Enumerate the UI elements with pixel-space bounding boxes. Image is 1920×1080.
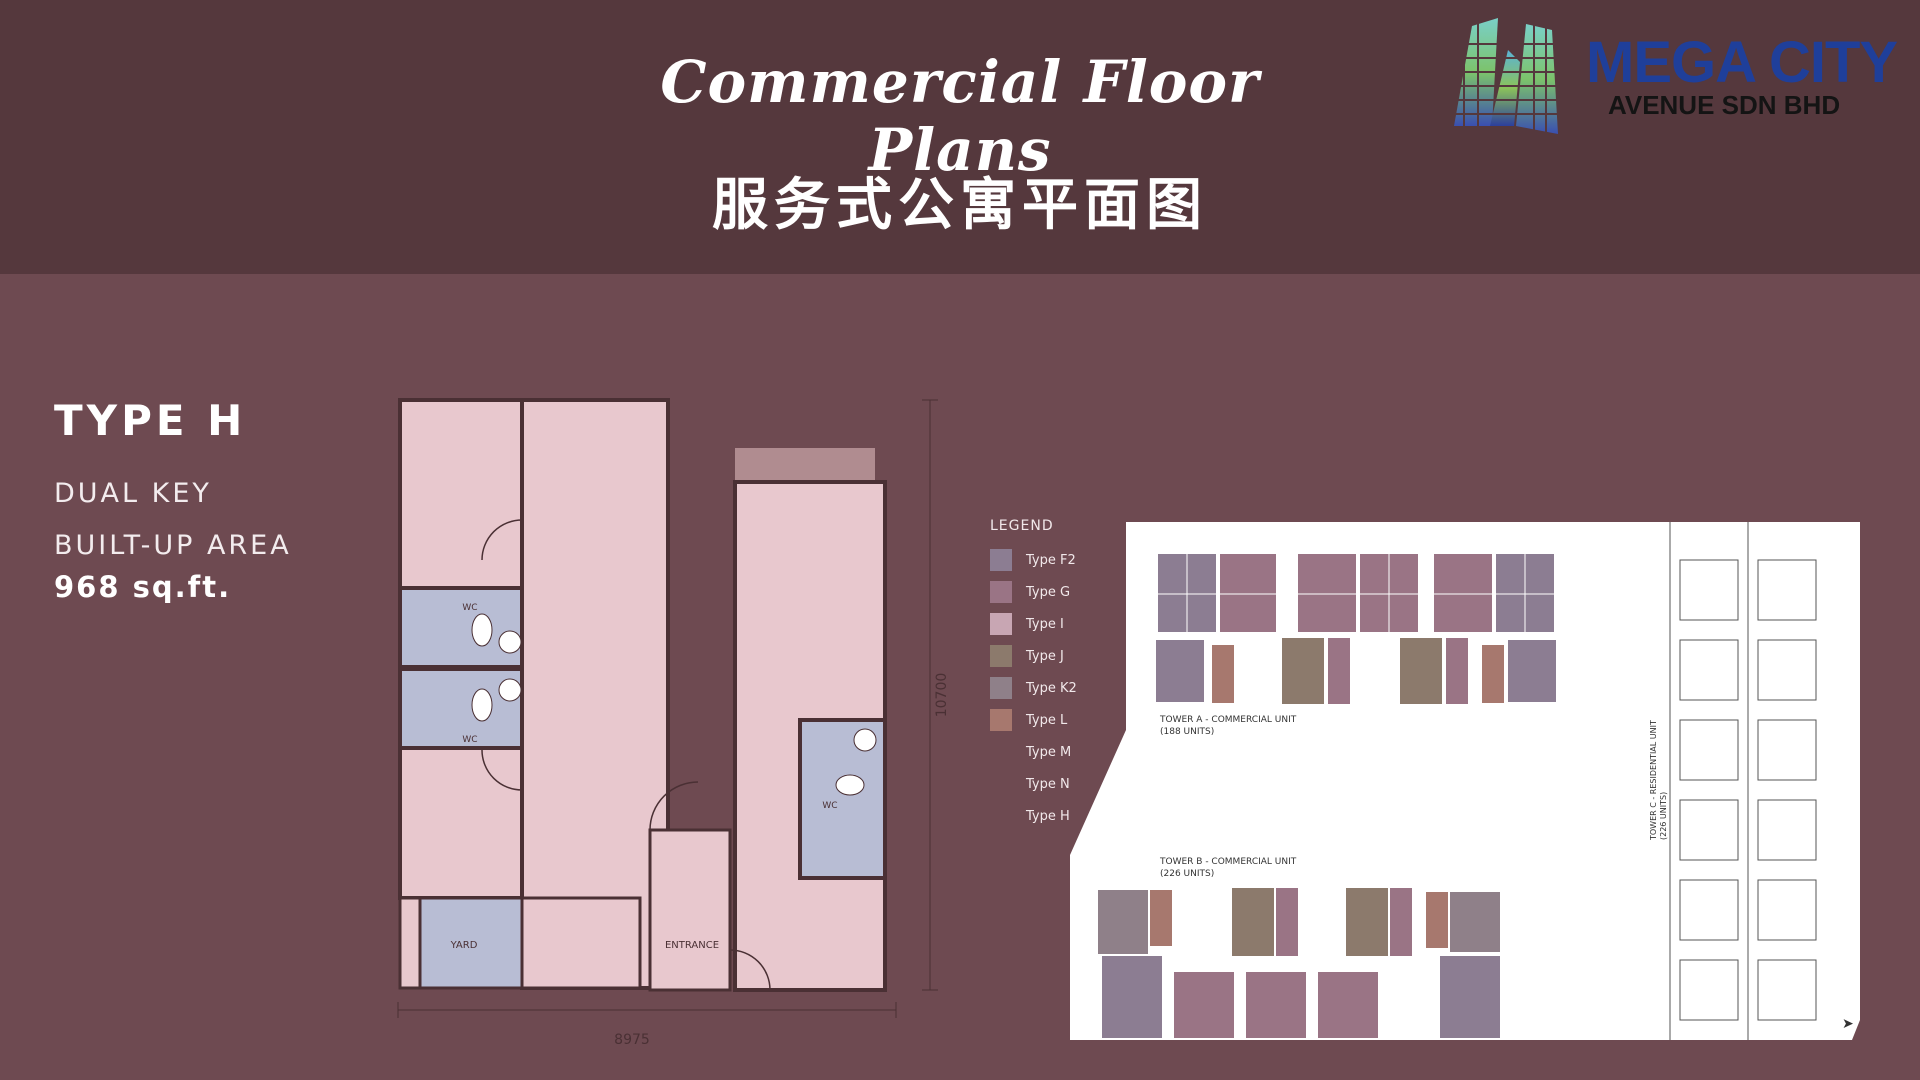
- unit-type-heading: TYPE H: [54, 396, 247, 445]
- legend-swatch: [990, 613, 1012, 635]
- legend-item: Type H: [990, 804, 1070, 828]
- unit-floor-plan: WC WC WC YARD ENTRANCE 8975 10700: [397, 398, 950, 1048]
- legend-item: Type M: [990, 740, 1071, 764]
- room-label-wc-bottom: WC: [462, 735, 477, 745]
- tower-a-label: TOWER A - COMMERCIAL UNIT: [1159, 715, 1297, 725]
- legend-swatch: [990, 549, 1012, 571]
- legend-item: Type G: [990, 580, 1070, 604]
- legend-swatch: [990, 709, 1012, 731]
- room-label-entrance: ENTRANCE: [665, 940, 719, 951]
- legend-swatch: [990, 645, 1012, 667]
- page-title: Commercial Floor Plans: [660, 48, 1260, 184]
- legend-title: LEGEND: [990, 518, 1054, 534]
- header-banner: Commercial Floor Plans 服务式公寓平面图: [0, 0, 1920, 274]
- north-arrow-icon: ➤: [1842, 1016, 1854, 1032]
- legend-item: Type K2: [990, 676, 1077, 700]
- legend-label: Type J: [1026, 648, 1064, 664]
- logo-name: MEGA CITY: [1586, 30, 1898, 95]
- tower-c-units-count: (226 UNITS): [1659, 792, 1668, 840]
- legend-label: Type M: [1026, 744, 1072, 760]
- tower-c-units: [1669, 522, 1817, 1040]
- tower-a-units: [1156, 554, 1556, 704]
- tower-b-units: [1098, 888, 1500, 1038]
- legend-item: Type J: [990, 644, 1064, 668]
- legend-label: Type K2: [1026, 680, 1077, 696]
- room-label-wc-top: WC: [462, 603, 477, 613]
- logo-subtitle: AVENUE SDN BHD: [1608, 90, 1841, 120]
- plan-height-dimension: 10700: [934, 673, 950, 718]
- tower-b-units-count: (226 UNITS): [1160, 869, 1214, 879]
- legend-label: Type I: [1026, 616, 1064, 632]
- tower-a-units-count: (188 UNITS): [1160, 727, 1214, 737]
- tower-b-label: TOWER B - COMMERCIAL UNIT: [1159, 857, 1297, 867]
- company-logo: MEGA CITY AVENUE SDN BHD: [1450, 14, 1910, 144]
- legend-item: Type F2: [990, 548, 1076, 572]
- legend-label: Type L: [1026, 712, 1068, 728]
- building-logo-icon: [1450, 14, 1570, 134]
- legend-label: Type N: [1026, 776, 1070, 792]
- legend-swatch: [990, 581, 1012, 603]
- legend-item: Type L: [990, 708, 1067, 732]
- legend-item: Type N: [990, 772, 1070, 796]
- legend-label: Type F2: [1026, 552, 1076, 568]
- legend-item: Type I: [990, 612, 1064, 636]
- unit-description: DUAL KEY: [54, 478, 212, 509]
- plan-width-dimension: 8975: [614, 1032, 650, 1048]
- legend-label: Type H: [1026, 808, 1070, 824]
- tower-c-label: TOWER C - RESIDENTIAL UNIT: [1649, 720, 1658, 841]
- legend-label: Type G: [1026, 584, 1071, 600]
- page-title-chinese: 服务式公寓平面图: [712, 173, 1208, 238]
- room-label-yard: YARD: [450, 940, 478, 951]
- legend-swatch: [990, 677, 1012, 699]
- built-up-area-label: BUILT-UP AREA: [54, 530, 292, 561]
- room-label-wc-right: WC: [822, 801, 837, 811]
- built-up-area-value: 968 sq.ft.: [54, 570, 232, 604]
- site-floor-plan: TOWER A - COMMERCIAL UNIT (188 UNITS) TO…: [1070, 522, 1860, 1040]
